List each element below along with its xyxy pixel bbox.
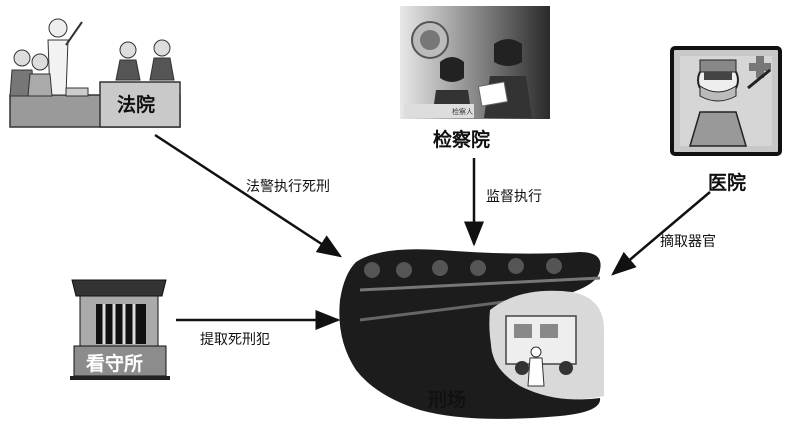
- hospital-illustration: [670, 46, 782, 156]
- edge-label-detention: 提取死刑犯: [200, 332, 270, 348]
- arrow-court-to-ground: [154, 133, 343, 258]
- edge-label-procuratorate: 监督执行: [486, 189, 542, 205]
- execution-ground-label: 刑场: [428, 389, 467, 411]
- hospital-label: 医院: [708, 172, 747, 194]
- procuratorate-label: 检察院: [433, 129, 491, 151]
- court-label: 法院: [117, 94, 156, 116]
- execution-ground-illustration: [339, 249, 604, 419]
- detention-center-illustration: [70, 279, 170, 380]
- arrow-hospital-to-ground: [611, 191, 711, 276]
- court-illustration: [9, 18, 181, 128]
- procuratorate-desk-badge: 检察人: [452, 107, 473, 116]
- procuratorate-illustration: 检察人: [400, 6, 550, 119]
- edge-label-hospital: 摘取器官: [660, 234, 716, 250]
- edge-label-court: 法警执行死刑: [246, 179, 330, 195]
- detention-center-label: 看守所: [86, 353, 144, 375]
- arrows: [154, 133, 711, 330]
